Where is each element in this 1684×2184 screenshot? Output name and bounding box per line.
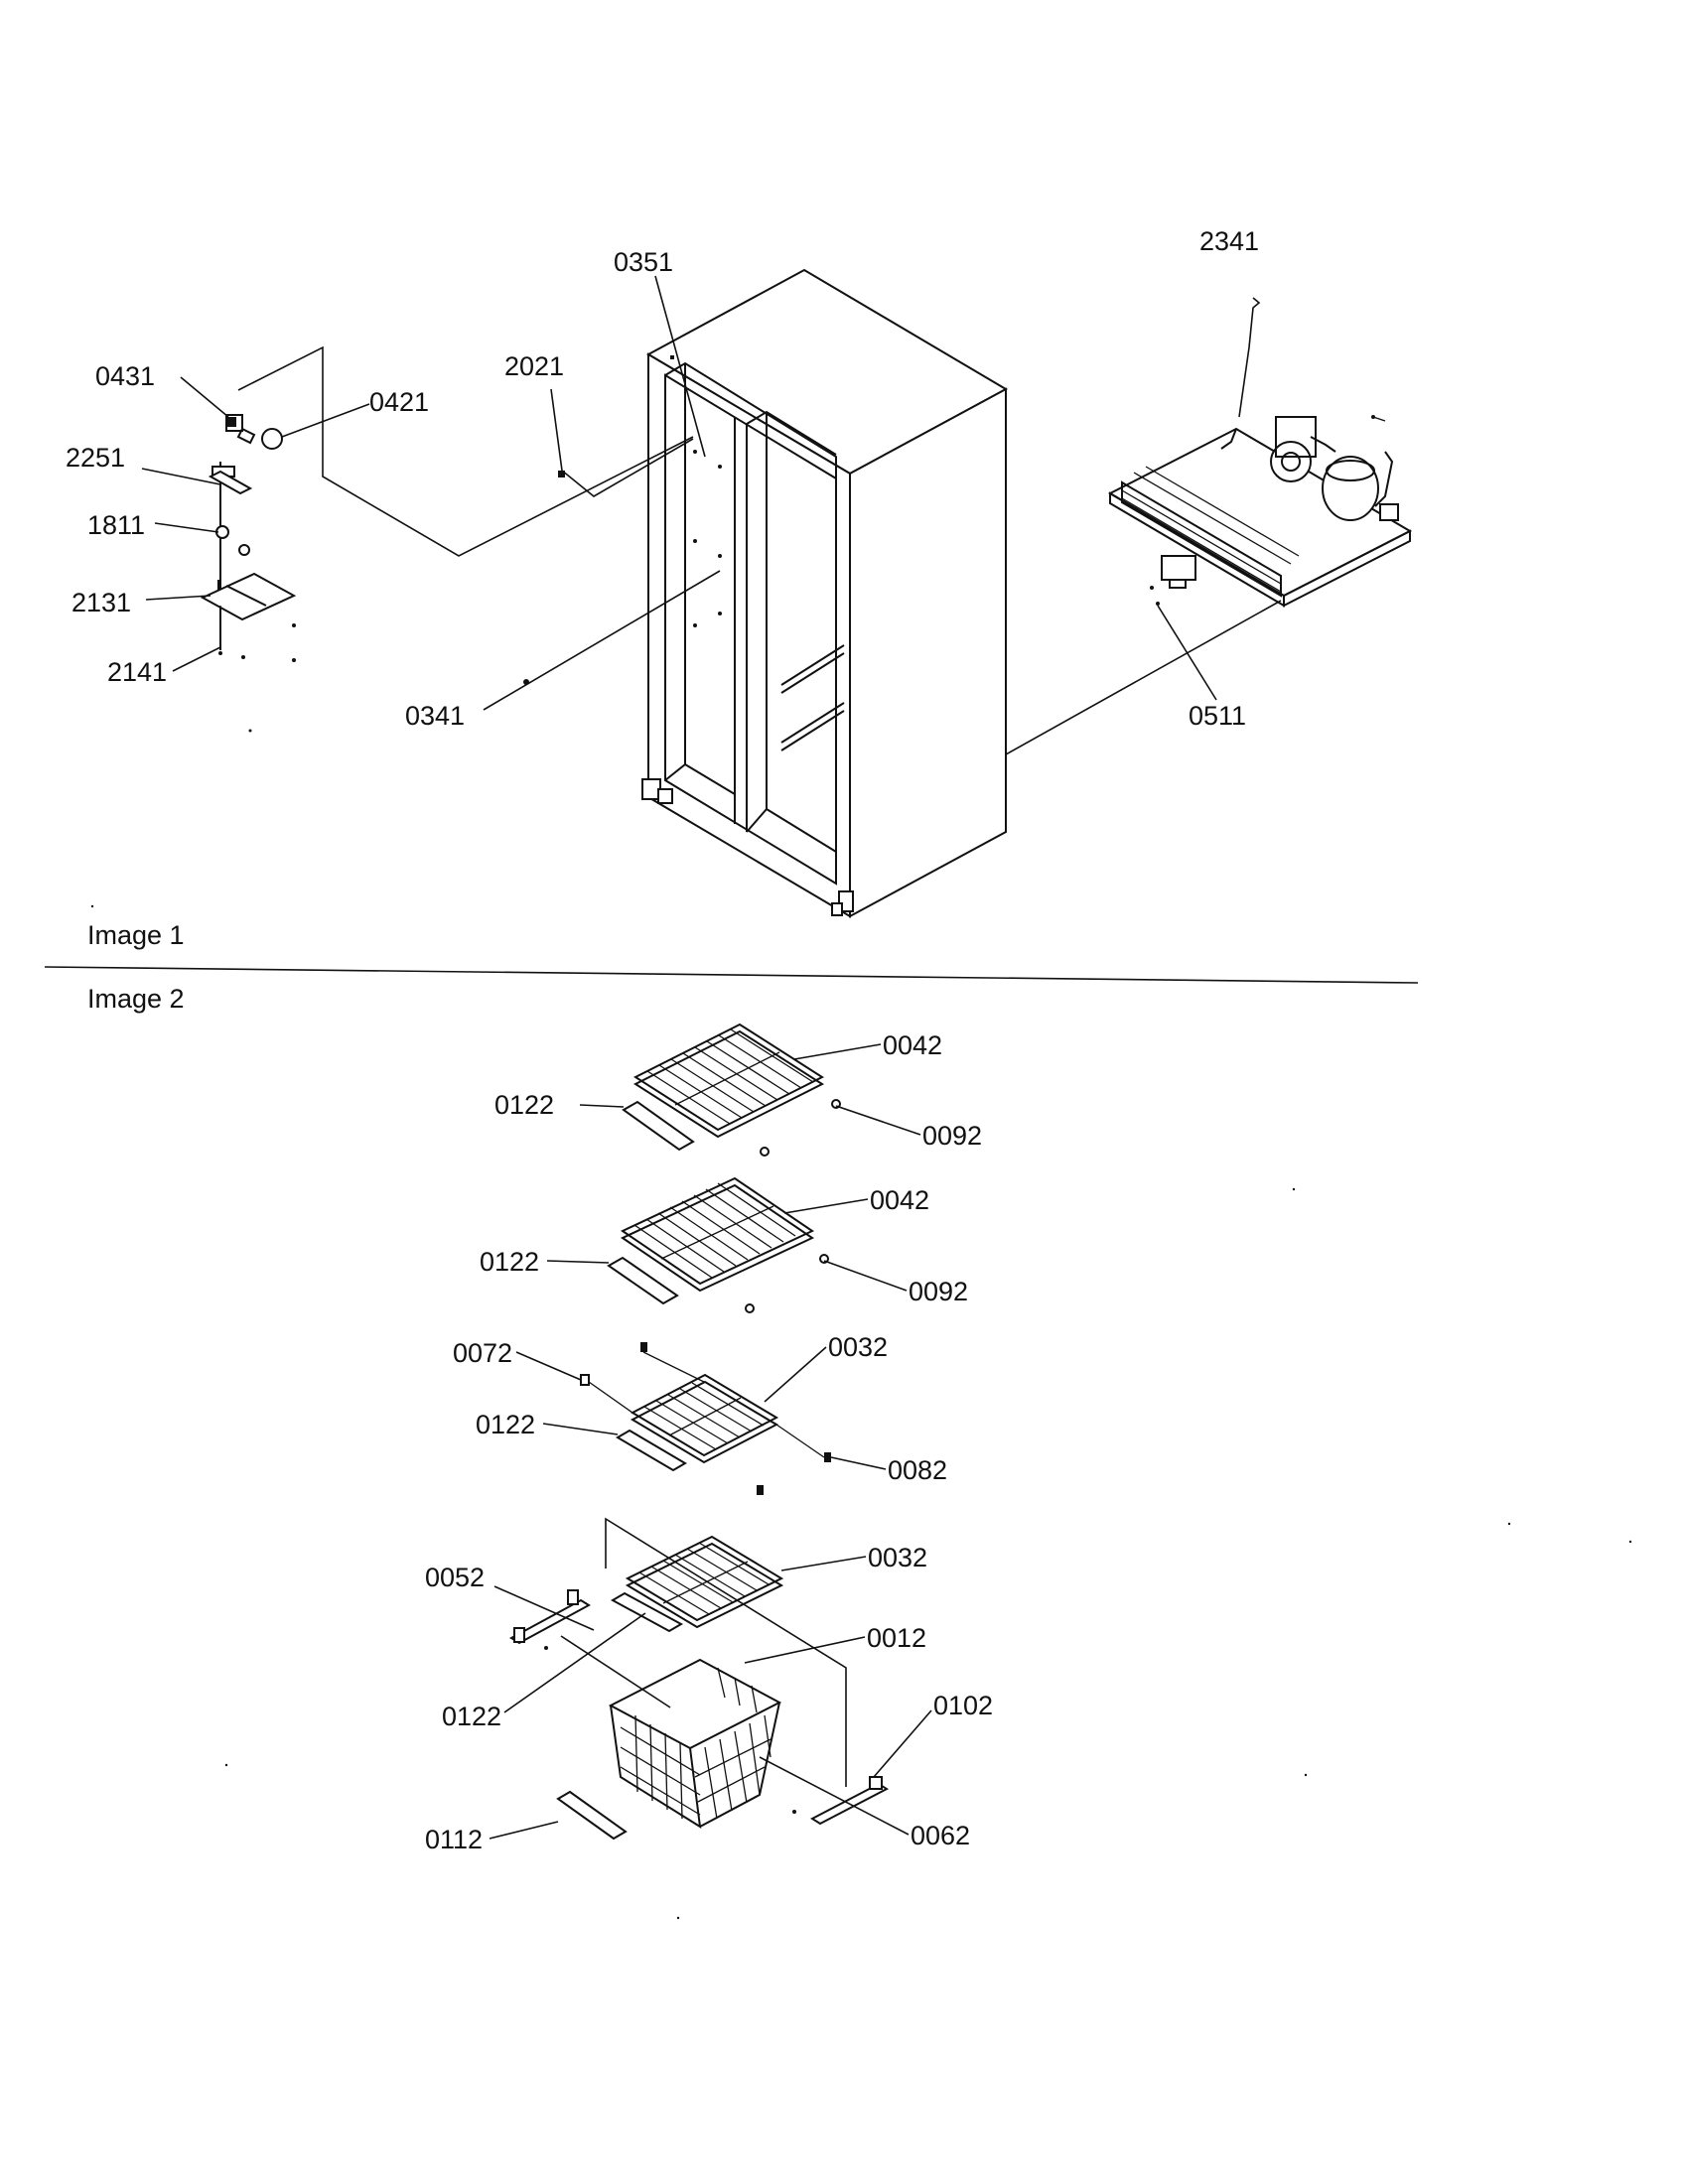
callout-0112: 0112 [425,1825,483,1854]
callout-0052: 0052 [425,1563,485,1592]
callout-0122-second: 0122 [480,1247,539,1277]
section-label-image1: Image 1 [87,920,185,950]
wire-shelf-0032-third [580,1342,831,1495]
callout-0341: 0341 [405,701,465,731]
callout-2131: 2131 [71,588,131,617]
callout-0082: 0082 [888,1455,947,1485]
section-divider [44,966,1419,984]
refrigerator-cabinet [641,268,1009,918]
callout-0431: 0431 [95,361,155,391]
callout-0421: 0421 [369,387,429,417]
callout-0062: 0062 [911,1821,970,1850]
slide-rail-0052 [509,1589,591,1650]
callout-0032-third: 0032 [828,1332,888,1362]
callout-0511: 0511 [1189,701,1246,731]
callout-2141: 2141 [107,657,167,687]
section-label-image2: Image 2 [87,984,185,1014]
callout-0122-bottom: 0122 [442,1702,501,1731]
wire-shelf-0032-bottom [610,1535,784,1633]
callout-0122-top: 0122 [494,1090,554,1120]
callout-1811: 1811 [87,510,145,540]
callout-0042-top: 0042 [883,1030,942,1060]
callout-0042-second: 0042 [870,1185,929,1215]
callout-0012: 0012 [867,1623,926,1653]
part-2021 [558,471,565,478]
callout-2021: 2021 [504,351,564,381]
freezer-basket-0012 [608,1658,782,1829]
condensing-unit [1107,415,1413,608]
callout-0122-third: 0122 [476,1410,535,1439]
callout-0092-top: 0092 [922,1121,982,1151]
basket-handle-0112 [556,1790,628,1841]
callout-2251: 2251 [66,443,125,473]
light-assembly [200,414,297,733]
callout-2341: 2341 [1199,226,1259,256]
callout-0032-bottom: 0032 [868,1543,927,1572]
wire-shelf-0042-second [607,1176,829,1313]
wire-shelf-0042-top [622,1023,841,1157]
callout-0072: 0072 [453,1338,512,1368]
leader-lines-image1 [141,275,1282,755]
callout-0102: 0102 [933,1691,993,1720]
callout-0092-second: 0092 [909,1277,968,1306]
callout-0351: 0351 [614,247,673,277]
leader-lines-image2 [489,1043,932,1840]
